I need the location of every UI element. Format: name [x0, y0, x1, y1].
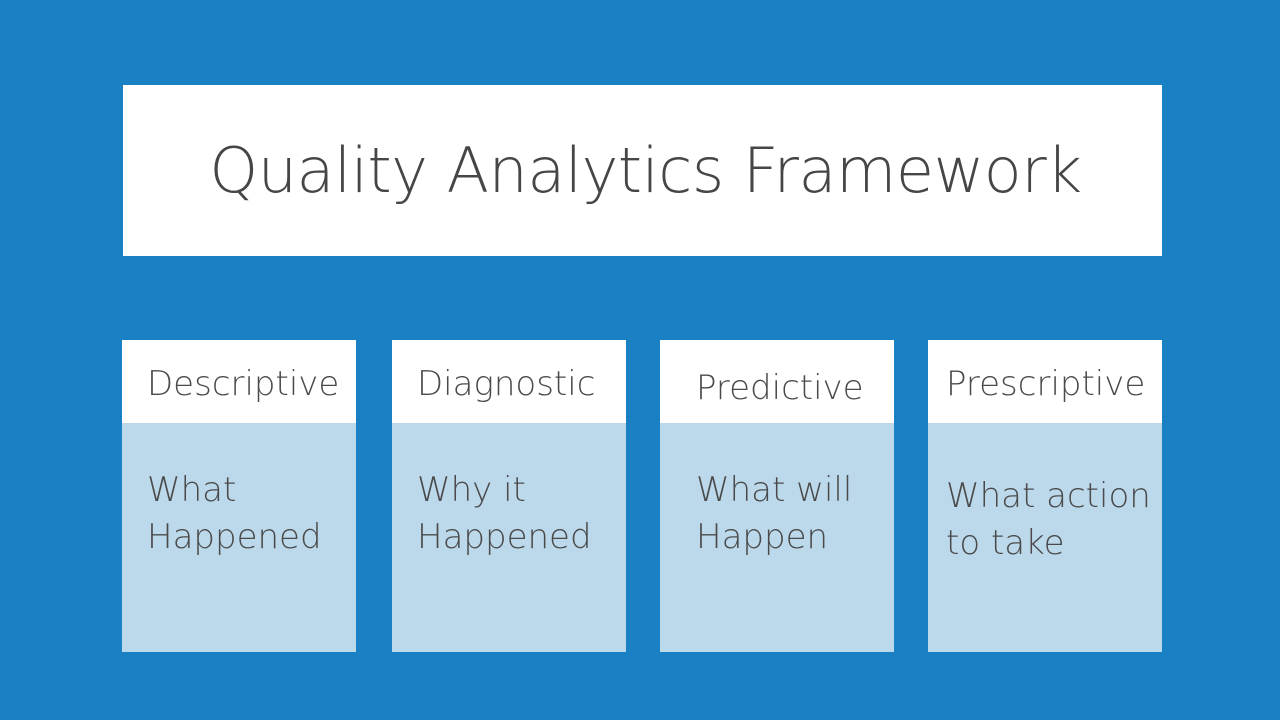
card-title-diagnostic: Diagnostic	[417, 364, 596, 404]
analytics-card-descriptive[interactable]: Descriptive What Happened	[122, 340, 356, 652]
card-header-descriptive: Descriptive	[122, 340, 356, 423]
card-body-prescriptive: What action to take	[928, 423, 1162, 652]
card-description-predictive: What will Happen	[696, 470, 853, 557]
title-banner: Quality Analytics Framework	[123, 85, 1162, 256]
card-description-descriptive: What Happened	[147, 470, 322, 557]
card-description-prescriptive: What action to take	[946, 476, 1151, 563]
card-header-prescriptive: Prescriptive	[928, 340, 1162, 423]
card-body-predictive: What will Happen	[660, 423, 894, 652]
card-title-descriptive: Descriptive	[147, 364, 340, 404]
card-title-predictive: Predictive	[696, 368, 864, 408]
analytics-card-diagnostic[interactable]: Diagnostic Why it Happened	[392, 340, 626, 652]
card-body-diagnostic: Why it Happened	[392, 423, 626, 652]
card-body-descriptive: What Happened	[122, 423, 356, 652]
analytics-card-prescriptive[interactable]: Prescriptive What action to take	[928, 340, 1162, 652]
card-title-prescriptive: Prescriptive	[946, 364, 1146, 404]
page-title: Quality Analytics Framework	[209, 133, 1082, 207]
card-header-predictive: Predictive	[660, 340, 894, 423]
card-description-diagnostic: Why it Happened	[417, 470, 592, 557]
analytics-card-predictive[interactable]: Predictive What will Happen	[660, 340, 894, 652]
card-header-diagnostic: Diagnostic	[392, 340, 626, 423]
